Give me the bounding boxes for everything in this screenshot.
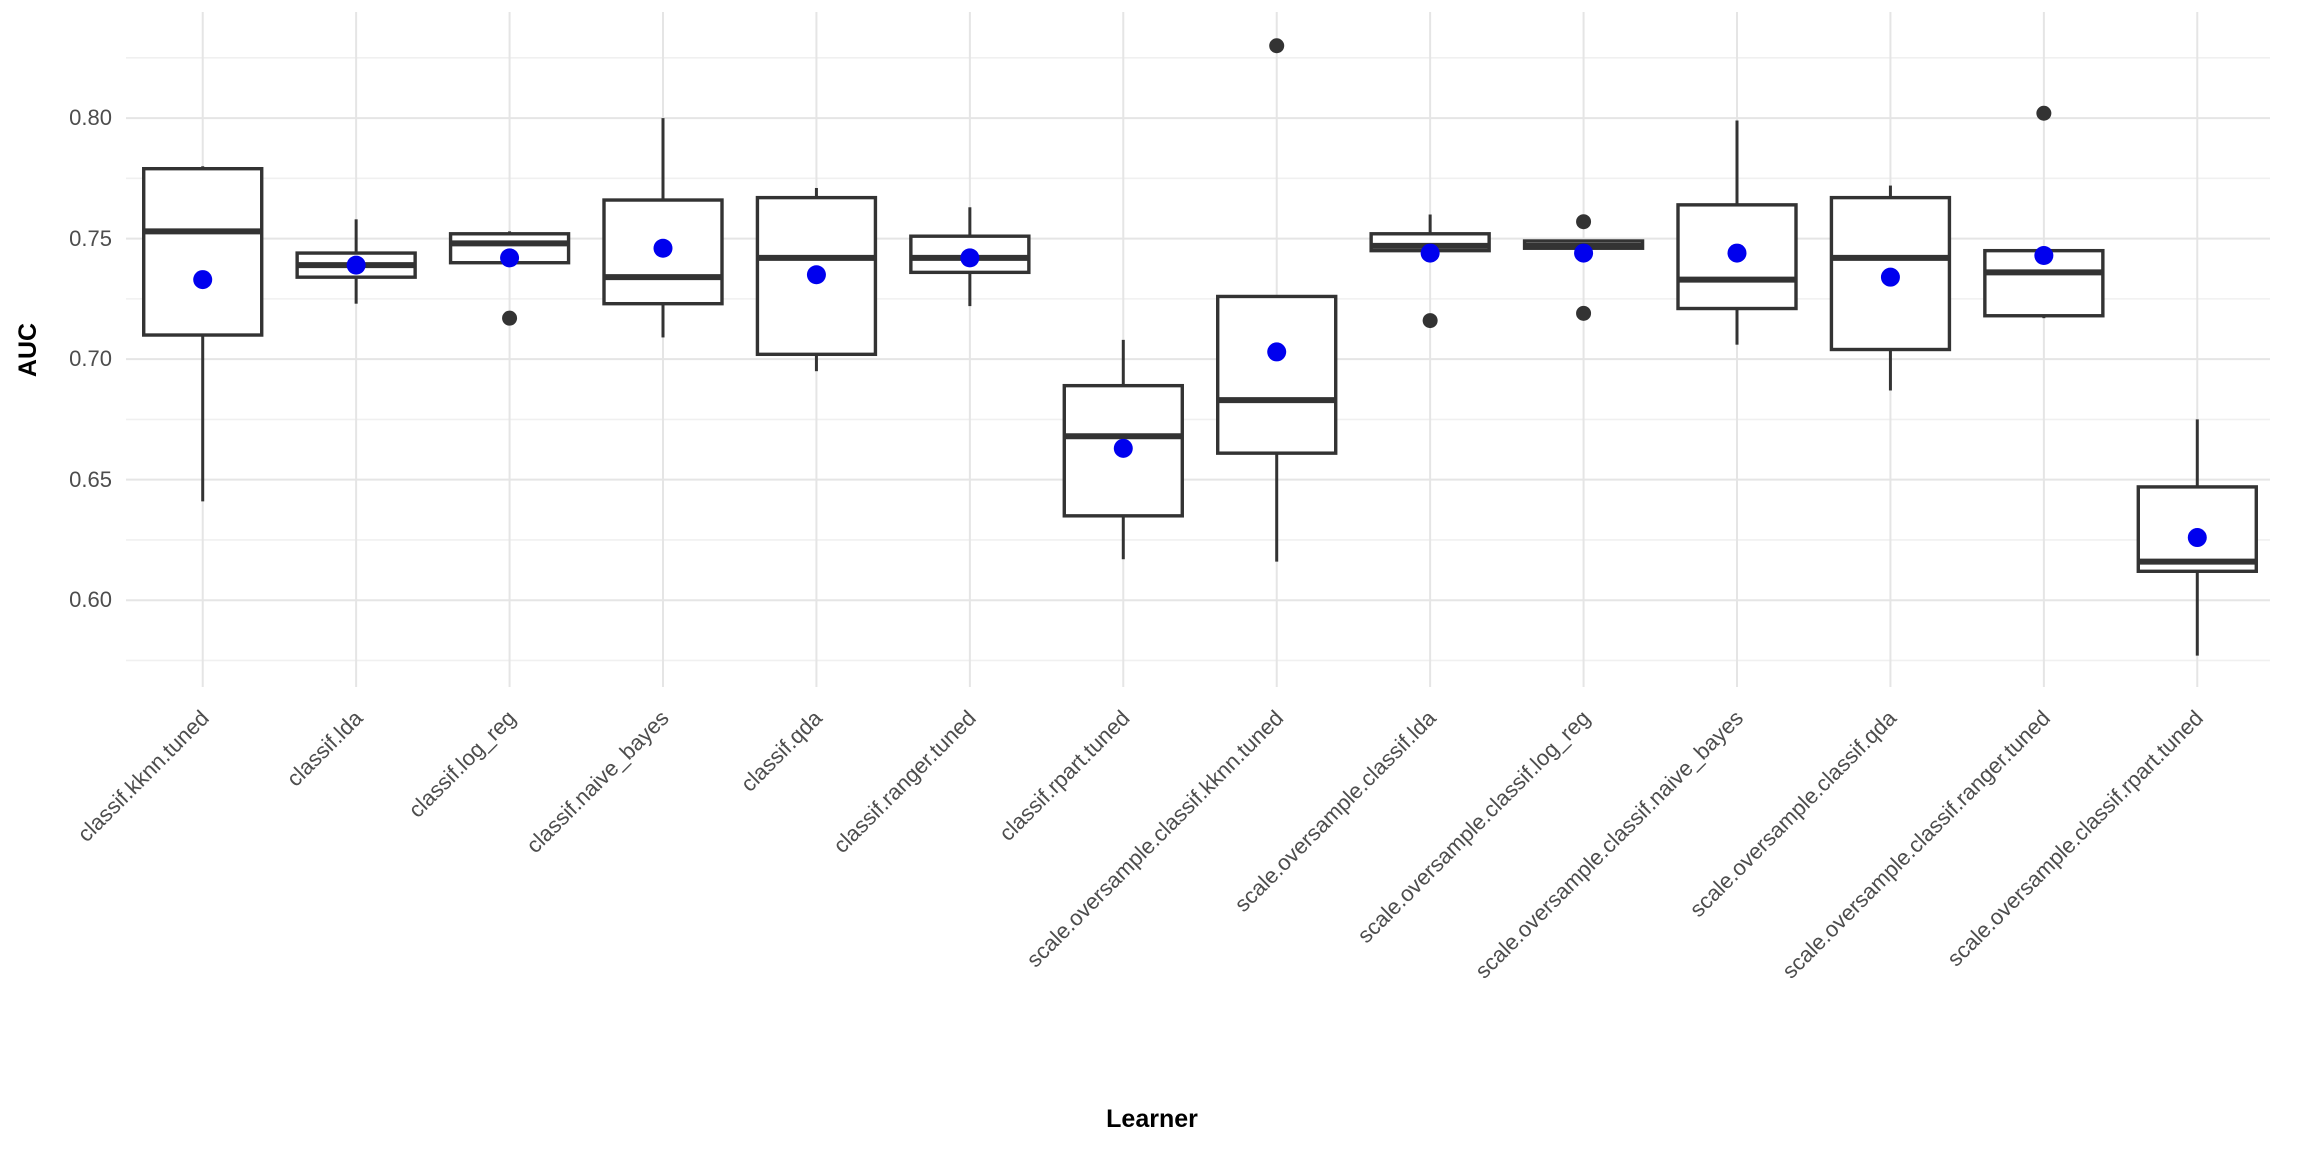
mean-point[interactable] [960,248,980,268]
y-tick-label: 0.65 [69,466,112,492]
outlier-point[interactable] [1269,38,1285,54]
mean-point[interactable] [2187,528,2207,548]
outlier-point[interactable] [1576,305,1592,321]
y-tick-label: 0.80 [69,105,112,131]
mean-point[interactable] [1113,438,1133,458]
mean-point[interactable] [1420,243,1440,263]
mean-point[interactable] [193,270,213,290]
outlier-point[interactable] [1576,214,1592,230]
mean-point[interactable] [1267,342,1287,362]
outlier-point[interactable] [1422,313,1438,329]
box-iqr[interactable] [1216,294,1338,455]
y-tick-label: 0.60 [69,587,112,613]
mean-point[interactable] [1574,243,1594,263]
mean-point[interactable] [2034,245,2054,265]
mean-point[interactable] [806,265,826,285]
mean-point[interactable] [346,255,366,275]
mean-point[interactable] [1727,243,1747,263]
outlier-point[interactable] [2036,105,2052,121]
mean-point[interactable] [500,248,520,268]
x-axis-title: Learner [1106,1105,1198,1133]
box-iqr[interactable] [1829,195,1952,352]
y-tick-label: 0.70 [69,346,112,372]
box-iqr[interactable] [142,166,264,337]
mean-point[interactable] [653,238,673,258]
y-tick-label: 0.75 [69,225,112,251]
mean-point[interactable] [1880,267,1900,287]
outlier-point[interactable] [502,310,518,326]
